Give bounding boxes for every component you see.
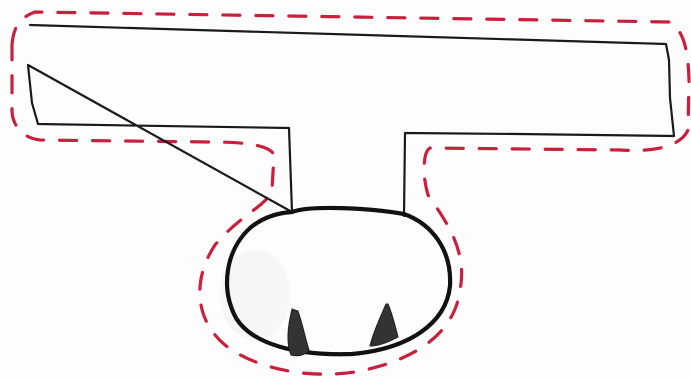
sketch-canvas [0,0,691,379]
paper-background [0,0,691,379]
